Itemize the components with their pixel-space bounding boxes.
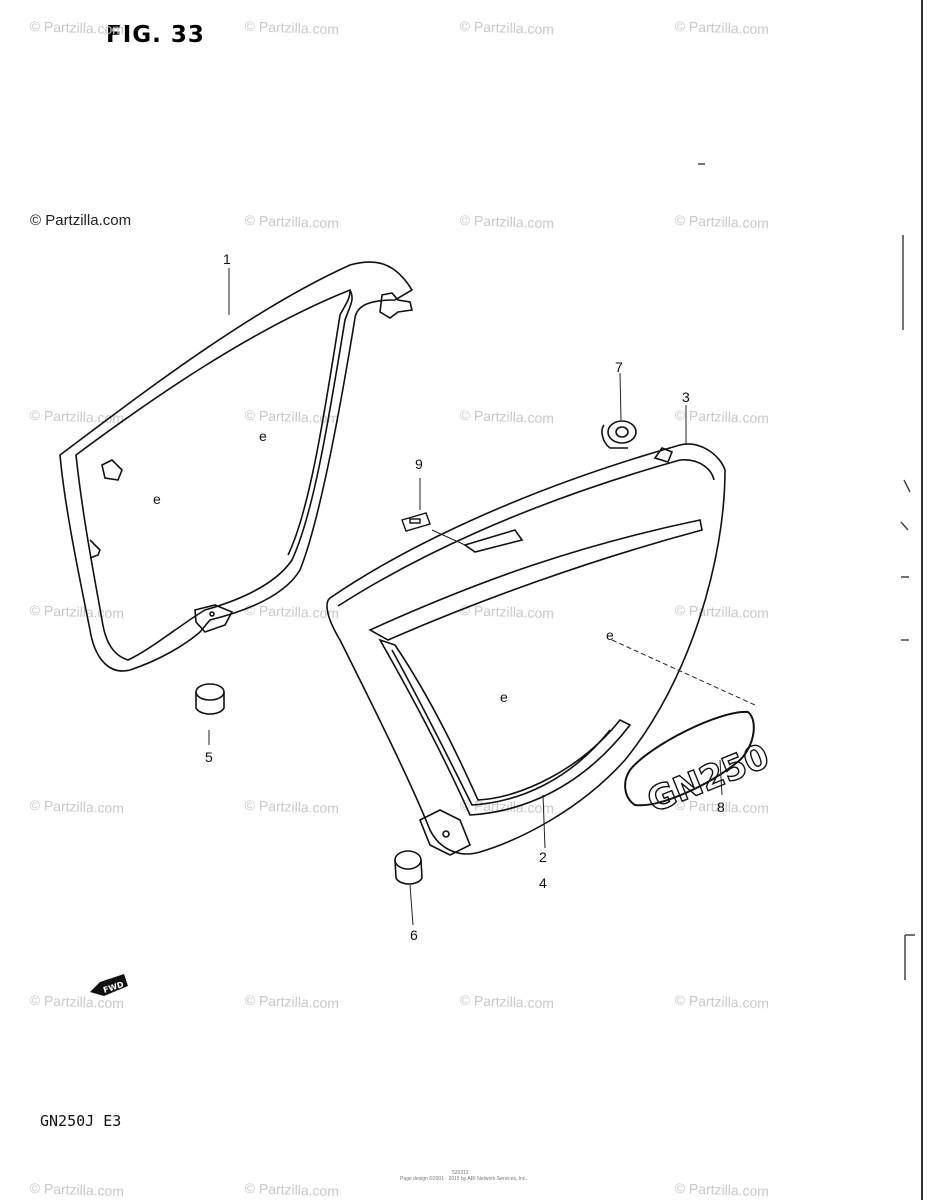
footer-id: 520212 (452, 1170, 469, 1176)
emblem-text: GN250 (642, 736, 775, 821)
fwd-arrow-icon: FWD (90, 974, 128, 996)
marker-dot: e (500, 689, 508, 705)
scan-artifacts (698, 163, 915, 980)
leader-line (611, 639, 756, 706)
copyright-label: © Partzilla.com (30, 212, 132, 229)
grommet-7 (601, 420, 637, 449)
right-side-cover (326, 443, 726, 856)
callout-9: 9 (415, 456, 423, 472)
marker-dot: e (153, 491, 161, 507)
left-side-cover (59, 261, 414, 672)
callout-8: 8 (717, 799, 725, 815)
callout-3: 3 (682, 389, 690, 405)
leader-line (431, 529, 466, 546)
callout-2: 2 (539, 849, 547, 865)
callout-5: 5 (205, 749, 213, 765)
grommet-5 (195, 683, 225, 715)
callout-4: 4 (539, 875, 547, 891)
marker-dot: e (606, 627, 614, 643)
footer-note: Page design ©2001 - 2015 by ARI Network … (400, 1176, 527, 1182)
leader-line (719, 759, 723, 796)
callout-1: 1 (223, 251, 231, 267)
marker-dot: e (259, 428, 267, 444)
grommet-6 (394, 850, 423, 885)
leader-line (409, 884, 414, 926)
leader-line (542, 794, 546, 849)
leader-line (619, 372, 622, 421)
clip-9 (401, 512, 431, 532)
figure-title: FIG. 33 (106, 22, 205, 48)
model-code: GN250J E3 (40, 1112, 122, 1130)
callout-7: 7 (615, 359, 623, 375)
callout-6: 6 (410, 927, 418, 943)
